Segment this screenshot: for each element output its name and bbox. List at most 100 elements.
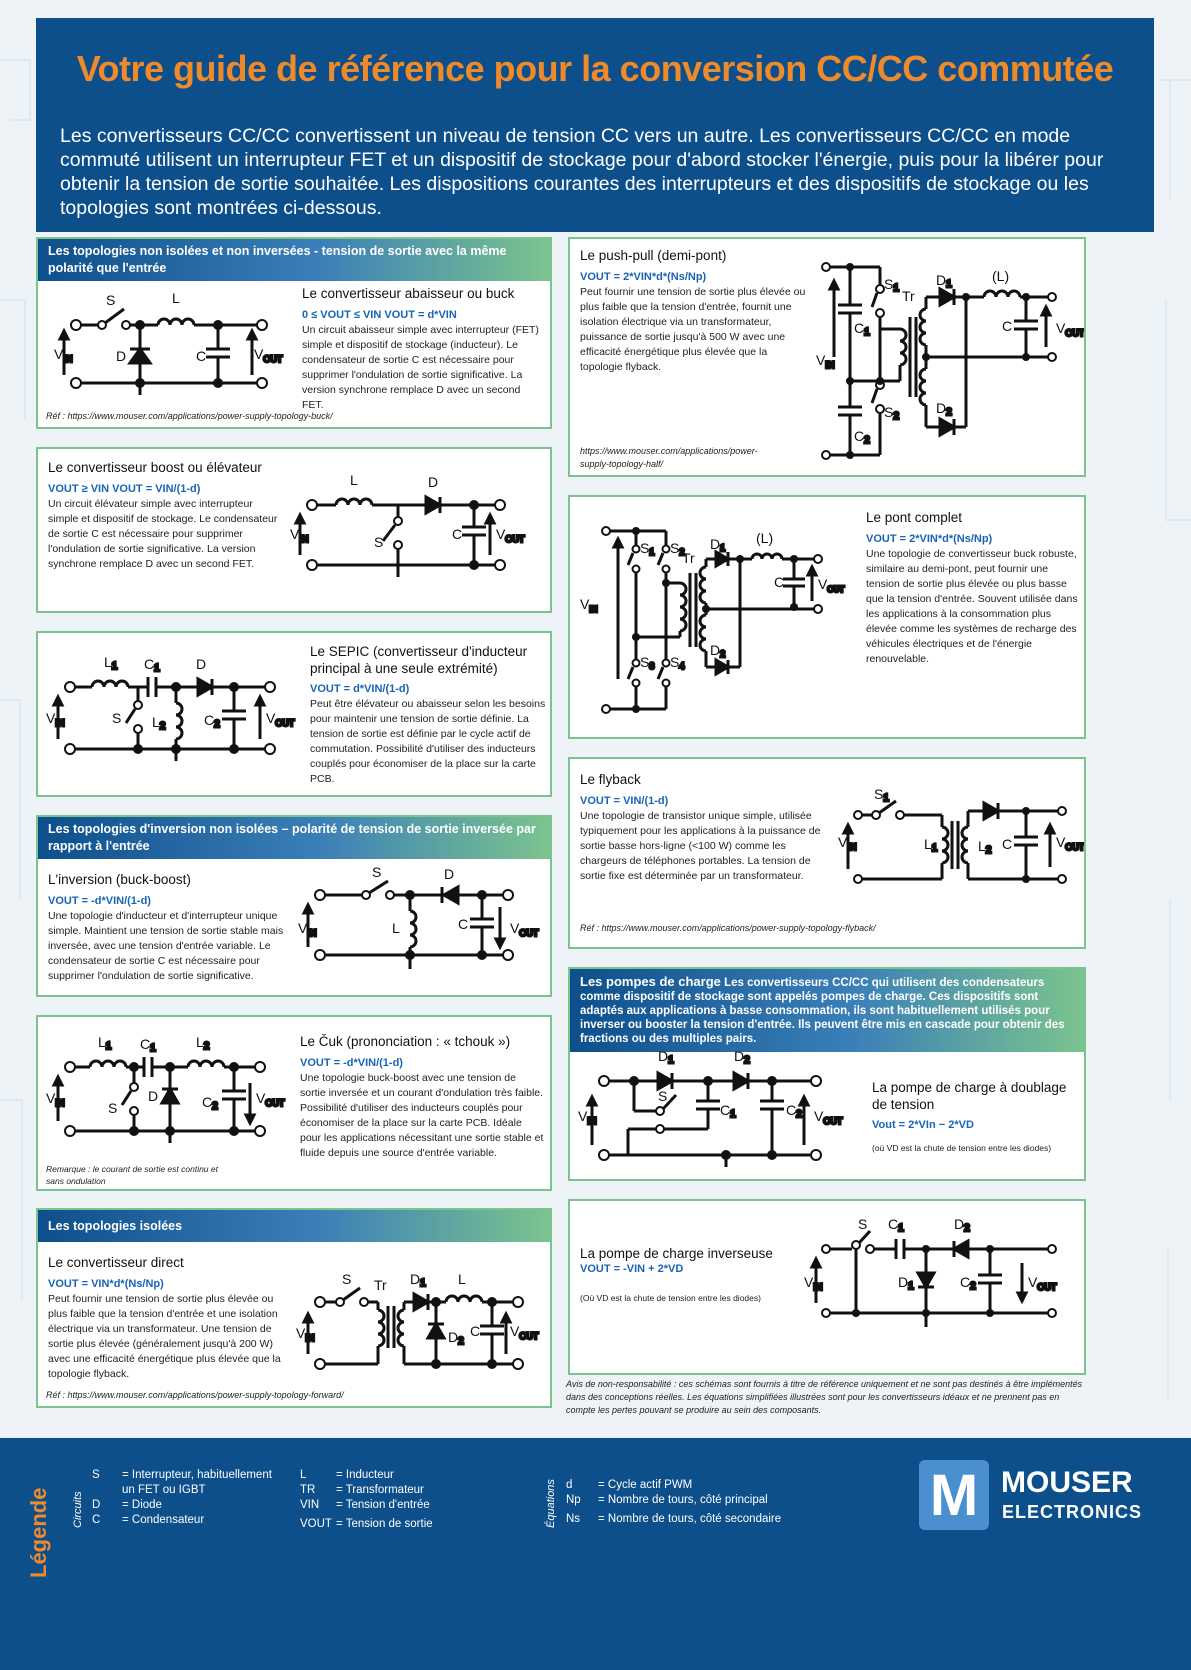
svg-text:S: S [372, 864, 381, 880]
full-bridge-title: Le pont complet [866, 510, 963, 525]
svg-text:D2: D2 [734, 1048, 750, 1066]
cuk-formula: VOUT = -d*VIN/(1-d) [300, 1057, 403, 1069]
svg-text:VIN: VIN [46, 1090, 64, 1108]
inverter-formula: VOUT = -VIN + 2*VD [580, 1263, 684, 1275]
legend-symbol-tr: TR [300, 1484, 316, 1496]
svg-text:C2: C2 [204, 712, 220, 730]
svg-text:VOUT: VOUT [510, 920, 539, 938]
legend-symbol-duty: d [566, 1479, 573, 1491]
forward-title: Le convertisseur direct [48, 1255, 184, 1270]
svg-text:C1: C1 [140, 1036, 156, 1054]
svg-text:L1: L1 [104, 654, 118, 672]
svg-text:S1: S1 [640, 540, 654, 557]
svg-text:VOUT: VOUT [266, 710, 295, 728]
legend-symbol-d: D [92, 1499, 101, 1511]
svg-text:VIN: VIN [578, 1108, 596, 1126]
svg-text:VIN: VIN [296, 1325, 314, 1343]
svg-text:S1: S1 [884, 276, 899, 294]
legend-def-tr: = Transformateur [336, 1484, 424, 1496]
intro-text: Les convertisseurs CC/CC convertissent u… [60, 125, 1104, 219]
inversion-formula: VOUT = -d*VIN/(1-d) [48, 895, 151, 907]
circuit-background-pattern [0, 59, 1191, 1400]
doubler-title: La pompe de charge à doublage de tension [872, 1080, 1067, 1112]
push-pull-circuit-diagram: S1 S2 C1 C2 Tr D1 D2 (L)C VIN VOUT [816, 262, 1084, 460]
flyback-circuit-diagram: S1 L1 L2 C VIN VOUT [838, 786, 1085, 884]
svg-text:D1: D1 [898, 1274, 914, 1292]
svg-text:VOUT: VOUT [256, 1090, 285, 1108]
buck-card: Les topologies non isolées et non invers… [36, 237, 552, 429]
full-bridge-card: S1 S2 S3 S4 Tr D1 D2 (L)C VIN VOUT Le po… [568, 495, 1086, 739]
mouser-logo[interactable]: M MOUSER ELECTRONICS [919, 1460, 1159, 1530]
svg-text:C1: C1 [854, 320, 870, 338]
inverter-note: (Où VD est la chute de tension entre les… [580, 1293, 761, 1303]
legend-footer: Légende Circuits Équations S = Interrupt… [0, 1438, 1191, 1670]
inversion-card: Les topologies d'inversion non isolées –… [36, 815, 552, 997]
forward-formula: VOUT = VIN*d*(Ns/Np) [48, 1278, 164, 1290]
svg-text:Tr: Tr [682, 550, 695, 566]
legend-def-vout: = Tension de sortie [336, 1518, 433, 1530]
svg-text:C1: C1 [888, 1216, 904, 1234]
section-non-isolated-band: Les topologies non isolées et non invers… [38, 239, 550, 281]
svg-text:VOUT: VOUT [1028, 1274, 1057, 1292]
full-bridge-description: Une topologie de convertisseur buck robu… [866, 548, 1078, 665]
charge-pump-text: Les convertisseurs CC/CC qui utilisent d… [580, 977, 1065, 1045]
legend-def-c: = Condensateur [122, 1514, 205, 1526]
full-bridge-circuit-diagram: S1 S2 S3 S4 Tr D1 D2 (L)C VIN VOUT [580, 526, 846, 714]
page-title: Votre guide de référence pour la convers… [76, 48, 1114, 89]
svg-text:VOUT: VOUT [496, 526, 525, 544]
legend-def-l: = Inducteur [336, 1469, 394, 1481]
legend-symbol-np: Np [566, 1494, 581, 1506]
legend-circuits-label: Circuits [72, 1491, 84, 1528]
svg-text:C1: C1 [720, 1102, 736, 1120]
legend-def-d: = Diode [122, 1499, 162, 1511]
svg-text:D1: D1 [936, 272, 952, 290]
svg-text:L2: L2 [152, 714, 166, 732]
buck-title: Le convertisseur abaisseur ou buck [302, 286, 515, 301]
buck-reference: Réf : https://www.mouser.com/application… [46, 411, 333, 421]
svg-text:S1: S1 [874, 786, 889, 804]
mouser-logo-text: MOUSER [1001, 1466, 1133, 1499]
svg-text:D: D [116, 348, 126, 364]
svg-text:S: S [106, 292, 115, 308]
svg-text:D2: D2 [936, 400, 952, 418]
svg-text:VOUT: VOUT [818, 576, 844, 594]
flyback-description: Une topologie de transistor unique simpl… [580, 810, 821, 882]
push-pull-card: Le push-pull (demi-pont) VOUT = 2*VIN*d*… [568, 237, 1086, 477]
cuk-description: Une topologie buck-boost avec une tensio… [300, 1072, 544, 1159]
legend-symbol-vin: VIN [300, 1499, 320, 1511]
forward-card: Les topologies isolées Le convertisseur … [36, 1208, 552, 1408]
cuk-note: Remarque : le courant de sortie est cont… [46, 1164, 218, 1186]
inversion-title: L'inversion (buck-boost) [48, 872, 191, 887]
legend-def-s: = Interrupteur, habituellement un FET ou… [122, 1469, 272, 1496]
cuk-title: Le Čuk (prononciation : « tchouk ») [300, 1034, 511, 1049]
svg-text:L2: L2 [978, 838, 992, 856]
svg-text:L: L [350, 472, 358, 488]
svg-text:S: S [858, 1216, 867, 1232]
svg-text:VIN: VIN [804, 1274, 822, 1292]
legend-symbol-l: L [300, 1469, 307, 1481]
svg-text:VOUT: VOUT [1056, 834, 1085, 852]
svg-text:S: S [374, 534, 383, 550]
mouser-logo-subtext: ELECTRONICS [1002, 1502, 1143, 1522]
svg-text:S3: S3 [640, 654, 654, 671]
legend-equations-label: Équations [545, 1479, 557, 1528]
svg-text:Tr: Tr [374, 1277, 387, 1293]
legend-symbol-vout: VOUT [300, 1518, 332, 1530]
svg-text:S: S [342, 1271, 351, 1287]
svg-text:C2: C2 [960, 1274, 976, 1292]
svg-text:VIN: VIN [46, 710, 64, 728]
svg-text:D: D [148, 1088, 158, 1104]
legend-def-ns: = Nombre de tours, côté secondaire [598, 1513, 782, 1525]
forward-description: Peut fournir une tension de sortie plus … [48, 1293, 281, 1380]
svg-text:C2: C2 [854, 428, 870, 446]
svg-text:VOUT: VOUT [510, 1323, 539, 1341]
push-pull-reference: https://www.mouser.com/applications/powe… [580, 446, 758, 469]
buck-formula: 0 ≤ VOUT ≤ VIN VOUT = d*VIN [302, 309, 457, 321]
voltage-doubler-circuit-diagram: D1 D2 S C1 C2 VIN VOUT [578, 1048, 844, 1167]
svg-text:C: C [470, 1323, 480, 1339]
sepic-description: Peut être élévateur ou abaisseur selon l… [310, 698, 546, 785]
